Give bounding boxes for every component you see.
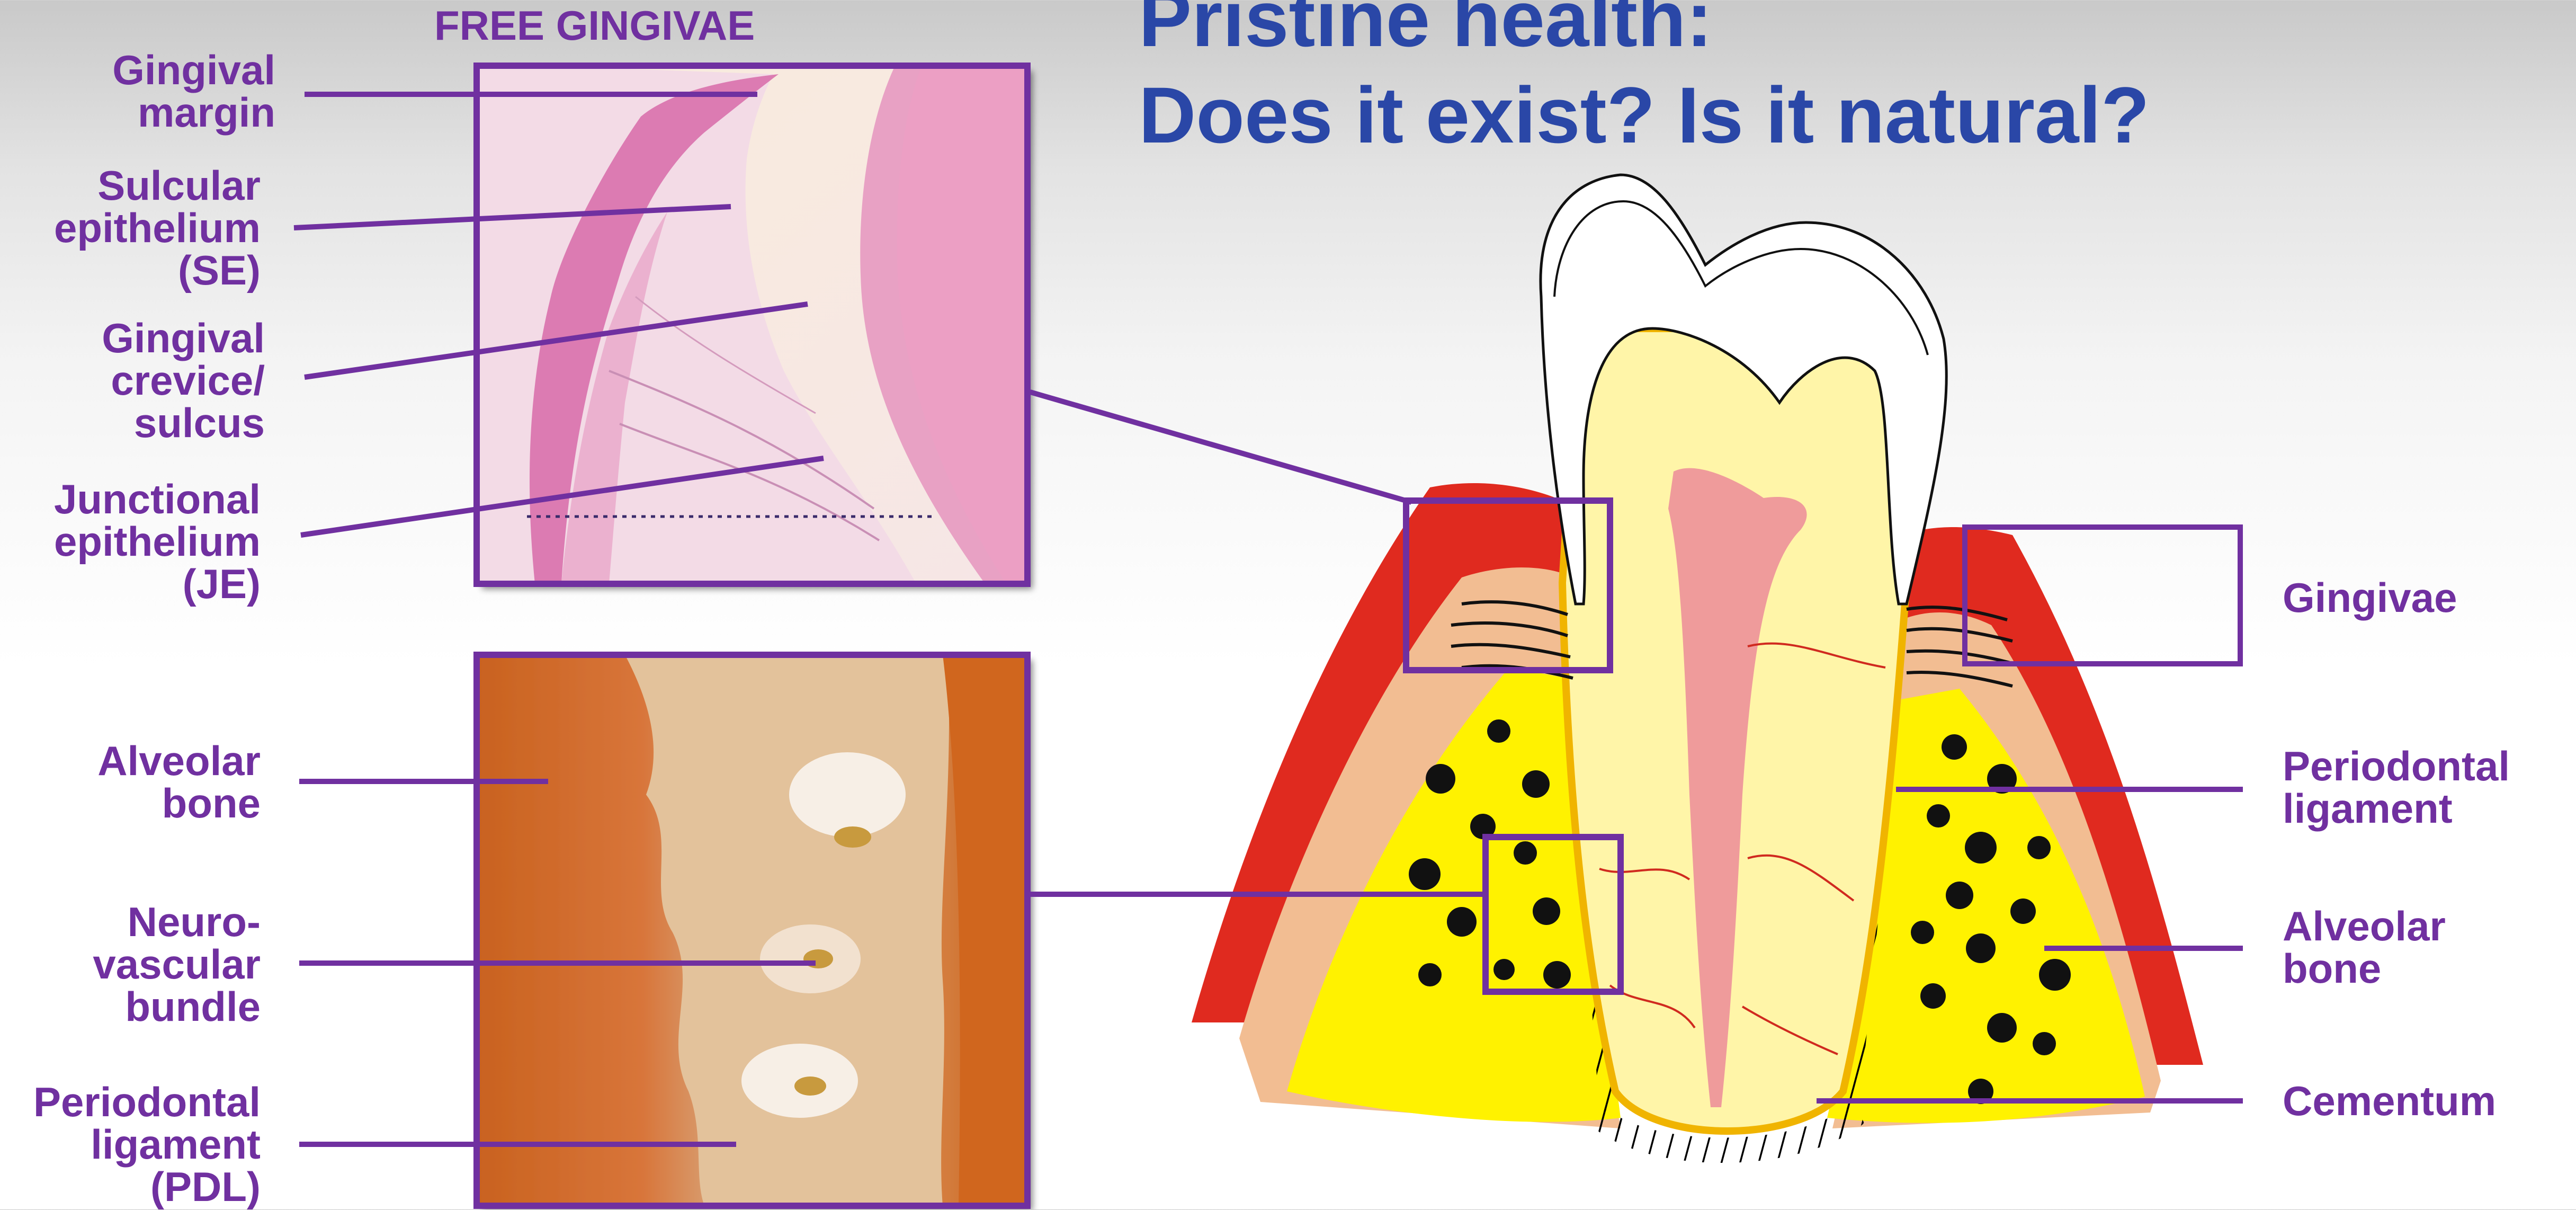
label-sulcular-epithelium: Sulcular epithelium (SE)	[0, 164, 261, 291]
label-periodontal-ligament-right: Periodontal ligament	[2283, 745, 2510, 830]
label-alveolar-bone-left: Alveolar bone	[0, 740, 261, 824]
label-gingival-crevice: Gingival crevice/ sulcus	[0, 317, 265, 444]
label-neurovascular-bundle: Neuro- vascular bundle	[0, 901, 261, 1028]
label-periodontal-ligament-left: Periodontal ligament (PDL)	[0, 1081, 261, 1208]
free-gingivae-histology	[477, 66, 1027, 584]
label-junctional-epithelium: Junctional epithelium (JE)	[0, 478, 261, 605]
label-alveolar-bone-right: Alveolar bone	[2283, 905, 2446, 990]
label-cementum: Cementum	[2283, 1080, 2496, 1122]
tooth-illustration	[1192, 175, 2203, 1163]
label-gingivae: Gingivae	[2283, 576, 2457, 619]
label-gingival-margin: Gingival margin	[0, 49, 275, 134]
free-gingivae-heading: FREE GINGIVAE	[434, 4, 755, 47]
periodontal-ligament-histology	[477, 655, 1027, 1206]
